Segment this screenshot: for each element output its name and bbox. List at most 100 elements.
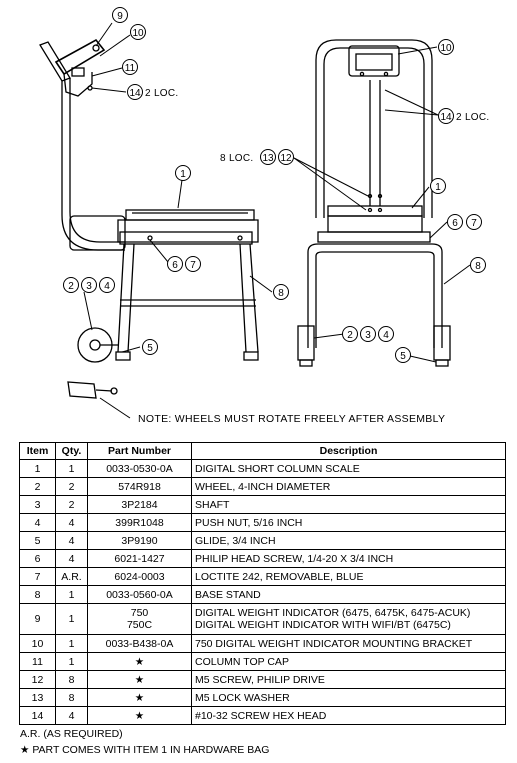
part-number-cell: 399R1048 xyxy=(87,513,192,532)
item-cell: 1 xyxy=(19,459,56,478)
part-number-line: 750C xyxy=(126,619,153,631)
part-number-cell: 6021-1427 xyxy=(87,549,192,568)
callout-4: 4 xyxy=(104,281,110,292)
qty-cell: 8 xyxy=(55,670,88,689)
part-number-cell: ★ xyxy=(87,670,192,689)
callout-8: 8 xyxy=(278,288,284,299)
table-row: 4 4 399R1048 PUSH NUT, 5/16 INCH xyxy=(19,513,506,532)
description-cell: DIGITAL SHORT COLUMN SCALE xyxy=(191,459,506,478)
qty-cell: 2 xyxy=(55,477,88,496)
qty-cell: 4 xyxy=(55,549,88,568)
callout-12: 12 xyxy=(280,153,292,164)
callouts xyxy=(63,7,486,363)
callout-4: 4 xyxy=(383,330,389,341)
assembly-drawing: 9 10 11 14 1 6 7 8 2 3 4 5 10 14 13 12 1… xyxy=(39,7,489,425)
qty-cell: 1 xyxy=(55,652,88,671)
part-number-cell: 0033-0560-0A xyxy=(87,585,192,604)
assembly-note: NOTE: WHEELS MUST ROTATE FREELY AFTER AS… xyxy=(138,413,445,425)
callout-2: 2 xyxy=(68,281,74,292)
item-cell: 14 xyxy=(19,706,56,725)
callout-1: 1 xyxy=(180,169,186,180)
part-number-cell: 574R918 xyxy=(87,477,192,496)
callout-10: 10 xyxy=(440,43,452,54)
part-number-cell: ★ xyxy=(87,688,192,707)
description-cell: BASE STAND xyxy=(191,585,506,604)
item-cell: 2 xyxy=(19,477,56,496)
drawing-text: 2 LOC. 2 LOC. 8 LOC. NOTE: WHEELS MUST R… xyxy=(138,88,489,425)
item-cell: 10 xyxy=(19,634,56,653)
part-number-cell: ★ xyxy=(87,652,192,671)
description-cell: PHILIP HEAD SCREW, 1/4-20 X 3/4 INCH xyxy=(191,549,506,568)
qty-cell: 1 xyxy=(55,603,88,635)
description-cell: WHEEL, 4-INCH DIAMETER xyxy=(191,477,506,496)
item-cell: 5 xyxy=(19,531,56,550)
item-cell: 8 xyxy=(19,585,56,604)
side-view xyxy=(39,38,259,399)
callout-1: 1 xyxy=(435,182,441,193)
callout-5: 5 xyxy=(147,343,153,354)
callout-3: 3 xyxy=(365,330,371,341)
part-number-cell: 0033-B438-0A xyxy=(87,634,192,653)
hardware-bag-note: ★ PART COMES WITH ITEM 1 IN HARDWARE BAG xyxy=(20,744,270,756)
qty-cell: 4 xyxy=(55,513,88,532)
parts-list-table: Item Qty. Part Number Description 1 1 00… xyxy=(19,442,506,725)
item-cell: 9 xyxy=(19,603,56,635)
table-row: 2 2 574R918 WHEEL, 4-INCH DIAMETER xyxy=(19,477,506,496)
callout-13: 13 xyxy=(262,153,274,164)
description-cell: M5 SCREW, PHILIP DRIVE xyxy=(191,670,506,689)
table-row: 12 8 ★ M5 SCREW, PHILIP DRIVE xyxy=(19,670,506,689)
as-required-note: A.R. (AS REQUIRED) xyxy=(20,728,123,740)
description-cell: GLIDE, 3/4 INCH xyxy=(191,531,506,550)
qty-cell: 2 xyxy=(55,495,88,514)
part-number-cell: 750 750C xyxy=(87,603,192,635)
leader-lines xyxy=(83,22,471,419)
qty-cell: 1 xyxy=(55,634,88,653)
table-row: 10 1 0033-B438-0A 750 DIGITAL WEIGHT IND… xyxy=(19,634,506,653)
item-cell: 11 xyxy=(19,652,56,671)
qty-cell: 1 xyxy=(55,459,88,478)
callout-2: 2 xyxy=(347,330,353,341)
part-number-cell: ★ xyxy=(87,706,192,725)
table-row: 8 1 0033-0560-0A BASE STAND xyxy=(19,585,506,604)
item-cell: 7 xyxy=(19,567,56,586)
description-cell: LOCTITE 242, REMOVABLE, BLUE xyxy=(191,567,506,586)
callout-3: 3 xyxy=(86,281,92,292)
qty-cell: 4 xyxy=(55,531,88,550)
table-row: 7 A.R. 6024-0003 LOCTITE 242, REMOVABLE,… xyxy=(19,567,506,586)
column-header: Item xyxy=(19,442,56,460)
item-cell: 3 xyxy=(19,495,56,514)
callout-14: 14 xyxy=(440,112,452,123)
callout-7: 7 xyxy=(471,218,477,229)
callout-6: 6 xyxy=(452,218,458,229)
callout-14: 14 xyxy=(129,88,141,99)
description-cell: DIGITAL WEIGHT INDICATOR (6475, 6475K, 6… xyxy=(191,603,506,635)
table-row: 11 1 ★ COLUMN TOP CAP xyxy=(19,652,506,671)
callout-6: 6 xyxy=(172,260,178,271)
front-view xyxy=(297,39,451,367)
item-cell: 13 xyxy=(19,688,56,707)
table-row: 9 1 750 750C DIGITAL WEIGHT INDICATOR (6… xyxy=(19,603,506,635)
description-cell: PUSH NUT, 5/16 INCH xyxy=(191,513,506,532)
callout-7: 7 xyxy=(190,260,196,271)
part-number-cell: 6024-0003 xyxy=(87,567,192,586)
table-row: 1 1 0033-0530-0A DIGITAL SHORT COLUMN SC… xyxy=(19,459,506,478)
qty-cell: 8 xyxy=(55,688,88,707)
column-header: Qty. xyxy=(55,442,88,460)
item-cell: 4 xyxy=(19,513,56,532)
callout-8: 8 xyxy=(475,261,481,272)
description-cell: COLUMN TOP CAP xyxy=(191,652,506,671)
loc-label: 2 LOC. xyxy=(145,88,178,99)
column-header: Description xyxy=(191,442,506,460)
qty-cell: 1 xyxy=(55,585,88,604)
table-row: 14 4 ★ #10-32 SCREW HEX HEAD xyxy=(19,706,506,725)
qty-cell: 4 xyxy=(55,706,88,725)
column-header: Part Number xyxy=(87,442,192,460)
part-number-cell: 3P2184 xyxy=(87,495,192,514)
callout-labels: 9 10 11 14 1 6 7 8 2 3 4 5 10 14 13 12 1… xyxy=(68,11,481,362)
description-cell: M5 LOCK WASHER xyxy=(191,688,506,707)
table-row: 6 4 6021-1427 PHILIP HEAD SCREW, 1/4-20 … xyxy=(19,549,506,568)
callout-5: 5 xyxy=(400,351,406,362)
qty-cell: A.R. xyxy=(55,567,88,586)
callout-9: 9 xyxy=(117,11,123,22)
table-row: 13 8 ★ M5 LOCK WASHER xyxy=(19,688,506,707)
